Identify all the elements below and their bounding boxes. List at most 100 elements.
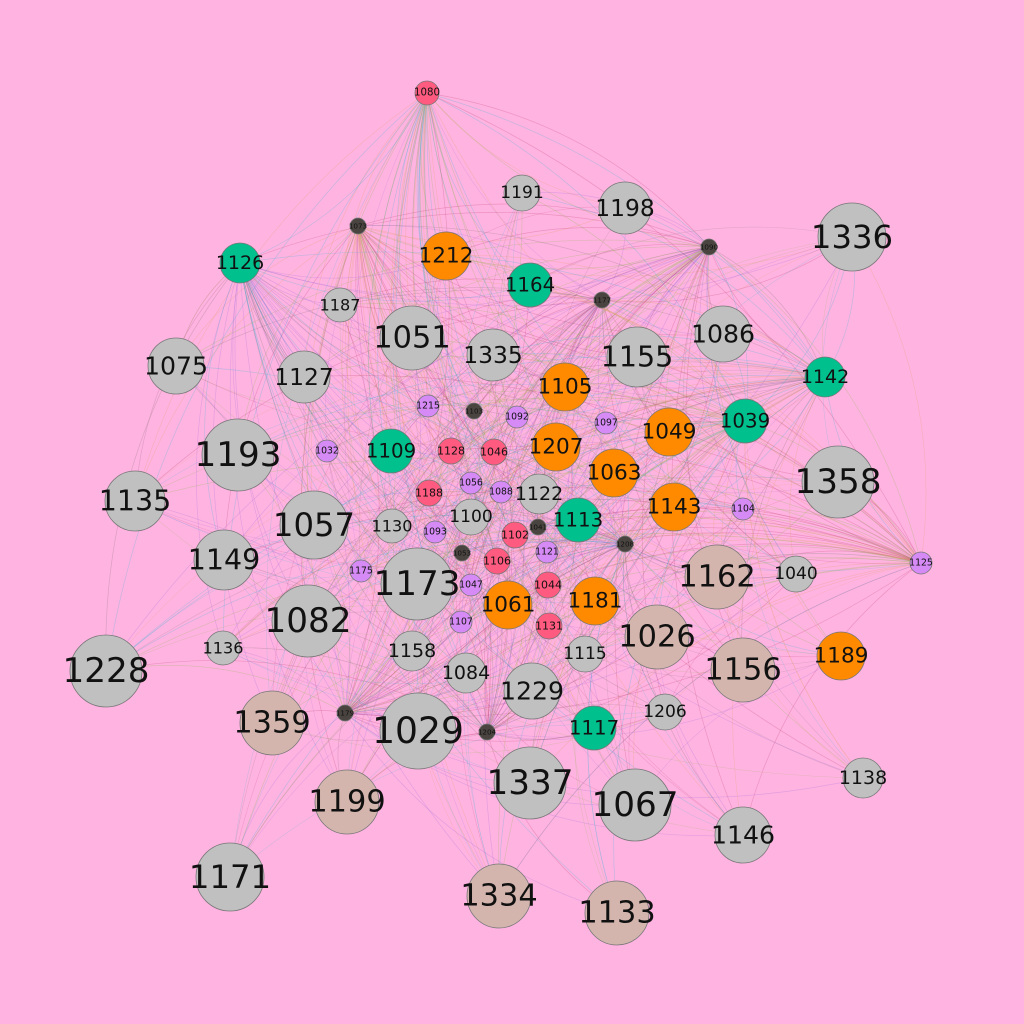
graph-node-1149[interactable]: 1149 — [188, 529, 261, 591]
graph-node-1173[interactable]: 1173 — [373, 547, 461, 621]
graph-node-1049[interactable]: 1049 — [642, 407, 697, 457]
graph-node-1142[interactable]: 1142 — [801, 356, 849, 398]
graph-edge — [239, 262, 509, 606]
graph-node-1106[interactable]: 1106 — [483, 547, 511, 575]
graph-node-1181[interactable]: 1181 — [568, 576, 623, 626]
graph-node-1056[interactable]: 1056 — [459, 471, 483, 495]
graph-node-1105[interactable]: 1105 — [538, 362, 593, 412]
graph-node-1133[interactable]: 1133 — [578, 880, 656, 946]
graph-node-1164[interactable]: 1164 — [505, 262, 555, 308]
graph-node-1097[interactable]: 1097 — [594, 411, 618, 435]
graph-node-1138[interactable]: 1138 — [839, 757, 887, 799]
graph-node-1187[interactable]: 1187 — [320, 287, 361, 323]
graph-node-1088[interactable]: 1088 — [489, 480, 513, 504]
graph-node-1198[interactable]: 1198 — [595, 181, 655, 235]
graph-node-1206[interactable]: 1206 — [643, 693, 687, 731]
graph-node-1115[interactable]: 1115 — [563, 635, 607, 673]
graph-node-1122[interactable]: 1122 — [515, 473, 563, 515]
graph-node-1336[interactable]: 1336 — [811, 202, 893, 272]
graph-node-1104[interactable]: 1104 — [731, 497, 755, 521]
graph-node-1103[interactable]: 1103 — [465, 402, 483, 420]
graph-node-1158[interactable]: 1158 — [388, 630, 436, 672]
graph-edge — [222, 647, 533, 702]
graph-node-1046[interactable]: 1046 — [480, 438, 508, 466]
graph-node-1199[interactable]: 1199 — [308, 769, 386, 835]
graph-node-1092[interactable]: 1092 — [505, 405, 529, 429]
graph-node-1102[interactable]: 1102 — [501, 521, 529, 549]
graph-node-1073[interactable]: 1073 — [349, 217, 367, 235]
node-label: 1187 — [320, 296, 361, 315]
graph-node-1143[interactable]: 1143 — [647, 482, 702, 532]
graph-node-1029[interactable]: 1029 — [372, 692, 464, 770]
graph-edge — [134, 384, 566, 502]
graph-node-1047[interactable]: 1047 — [459, 573, 483, 597]
graph-node-1128[interactable]: 1128 — [437, 437, 465, 465]
graph-node-1026[interactable]: 1026 — [618, 604, 696, 670]
graph-node-1335[interactable]: 1335 — [463, 328, 523, 382]
graph-node-1212[interactable]: 1212 — [419, 231, 474, 281]
graph-node-1175[interactable]: 1175 — [349, 559, 373, 583]
graph-node-1127[interactable]: 1127 — [274, 350, 334, 404]
graph-node-1082[interactable]: 1082 — [264, 584, 352, 658]
graph-node-1334[interactable]: 1334 — [460, 863, 538, 929]
graph-node-1188[interactable]: 1188 — [415, 479, 443, 507]
graph-node-1208[interactable]: 1208 — [616, 535, 635, 553]
graph-edge — [373, 92, 428, 452]
graph-node-1100[interactable]: 1100 — [449, 498, 493, 536]
graph-node-1090[interactable]: 1090 — [700, 238, 719, 256]
graph-node-1193[interactable]: 1193 — [194, 418, 282, 492]
graph-node-1093[interactable]: 1093 — [423, 520, 447, 544]
graph-node-1109[interactable]: 1109 — [366, 428, 416, 474]
graph-node-1044[interactable]: 1044 — [534, 571, 562, 599]
graph-node-1117[interactable]: 1117 — [569, 705, 619, 751]
node-circle — [380, 547, 454, 621]
graph-edge — [516, 416, 626, 545]
graph-node-1051[interactable]: 1051 — [373, 305, 451, 371]
graph-node-1204[interactable]: 1204 — [478, 723, 497, 741]
graph-node-1121[interactable]: 1121 — [535, 540, 559, 564]
graph-node-1063[interactable]: 1063 — [587, 448, 642, 498]
graph-node-1359[interactable]: 1359 — [233, 690, 311, 756]
graph-node-1113[interactable]: 1113 — [553, 497, 603, 543]
graph-node-1207[interactable]: 1207 — [529, 422, 584, 472]
graph-node-1084[interactable]: 1084 — [442, 652, 490, 694]
graph-node-1075[interactable]: 1075 — [144, 337, 208, 395]
graph-node-1171[interactable]: 1171 — [189, 842, 271, 912]
graph-node-1125[interactable]: 1125 — [909, 551, 933, 575]
graph-node-1156[interactable]: 1156 — [704, 637, 782, 703]
graph-node-1086[interactable]: 1086 — [691, 305, 755, 363]
node-circle — [571, 705, 617, 751]
graph-node-1080[interactable]: 1080 — [414, 80, 440, 106]
graph-node-1135[interactable]: 1135 — [99, 470, 172, 532]
graph-node-1032[interactable]: 1032 — [315, 439, 339, 463]
graph-node-1191[interactable]: 1191 — [500, 174, 544, 212]
graph-node-1228[interactable]: 1228 — [62, 634, 150, 708]
graph-node-1107[interactable]: 1107 — [449, 610, 473, 634]
graph-node-1337[interactable]: 1337 — [486, 746, 574, 820]
graph-node-1189[interactable]: 1189 — [814, 631, 869, 681]
graph-node-1130[interactable]: 1130 — [372, 508, 413, 544]
graph-node-1136[interactable]: 1136 — [203, 630, 244, 666]
graph-node-1155[interactable]: 1155 — [601, 326, 674, 388]
graph-node-1162[interactable]: 1162 — [678, 544, 756, 610]
graph-node-1146[interactable]: 1146 — [711, 806, 775, 864]
graph-edge — [346, 482, 472, 803]
graph-node-1229[interactable]: 1229 — [500, 662, 564, 720]
graph-node-1053[interactable]: 1053 — [453, 544, 471, 562]
graph-node-1358[interactable]: 1358 — [794, 445, 882, 519]
graph-node-1067[interactable]: 1067 — [591, 768, 679, 842]
graph-edge — [411, 543, 626, 652]
graph-node-1039[interactable]: 1039 — [720, 398, 770, 444]
node-circle — [714, 806, 772, 864]
graph-node-1061[interactable]: 1061 — [481, 580, 536, 630]
graph-node-1177[interactable]: 1177 — [593, 291, 611, 309]
graph-node-1057[interactable]: 1057 — [273, 490, 355, 560]
graph-node-1041[interactable]: 1041 — [529, 518, 547, 536]
graph-edge — [105, 262, 241, 672]
graph-edge — [360, 516, 922, 572]
graph-node-1179[interactable]: 1179 — [336, 704, 355, 722]
graph-node-1040[interactable]: 1040 — [774, 555, 818, 593]
graph-node-1126[interactable]: 1126 — [216, 242, 264, 284]
graph-node-1215[interactable]: 1215 — [416, 394, 440, 418]
graph-node-1131[interactable]: 1131 — [535, 612, 563, 640]
